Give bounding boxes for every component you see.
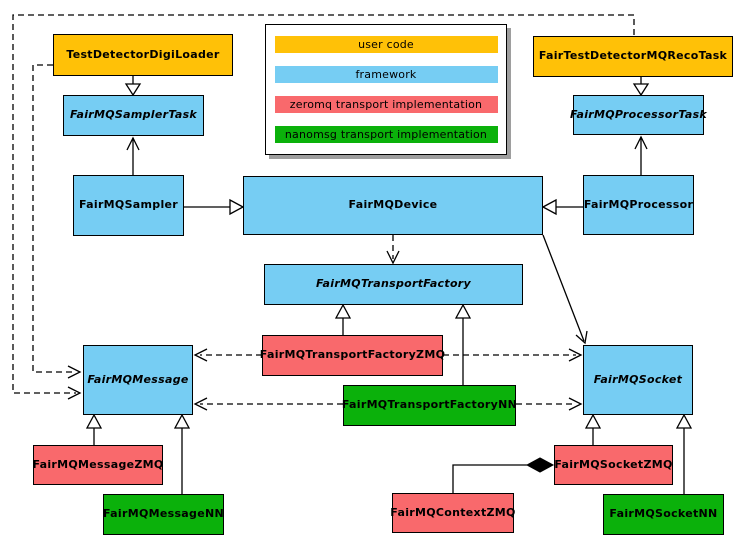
legend: user code framework zeromq transport imp… bbox=[265, 24, 507, 155]
generalization-recotask-processortask bbox=[632, 77, 650, 97]
legend-item-zeromq: zeromq transport implementation bbox=[274, 96, 498, 113]
composition-contextzmq-socketzmq bbox=[452, 457, 555, 493]
association-processor-processortask bbox=[634, 135, 648, 175]
class-node-fairmqsocketzmq: FairMQSocketZMQ bbox=[554, 445, 673, 485]
class-node-fairmqmessagezmq: FairMQMessageZMQ bbox=[32, 445, 163, 485]
class-node-fairmqmessagenn: FairMQMessageNN bbox=[103, 494, 224, 535]
class-node-fairmqtransportfactorynn: FairMQTransportFactoryNN bbox=[342, 385, 517, 426]
dependency-tfnn-message bbox=[193, 397, 343, 411]
generalization-messagenn-message bbox=[173, 413, 191, 494]
generalization-messagezmq-message bbox=[85, 413, 103, 445]
class-node-testdetectordigiloader: TestDetectorDigiLoader bbox=[53, 34, 233, 76]
class-node-fairmqprocessor: FairMQProcessor bbox=[583, 175, 694, 235]
dependency-tfnn-socket bbox=[516, 397, 583, 411]
class-node-fairmqdevice: FairMQDevice bbox=[243, 176, 543, 235]
generalization-sampler-device bbox=[184, 198, 245, 216]
class-node-fairmqsocket: FairMQSocket bbox=[583, 345, 693, 415]
association-sampler-samplertask bbox=[126, 136, 140, 175]
dependency-device-transportfactory bbox=[386, 235, 400, 265]
generalization-processor-device bbox=[541, 198, 583, 216]
generalization-socketzmq-socket bbox=[584, 413, 602, 445]
dependency-tfzmq-message bbox=[193, 348, 262, 362]
dependency-tfzmq-socket bbox=[443, 348, 583, 362]
legend-item-nanomsg: nanomsg transport implementation bbox=[274, 126, 498, 143]
generalization-digiloader-samplertask bbox=[124, 76, 142, 97]
association-device-socket bbox=[542, 234, 588, 345]
class-node-fairmqsocketnn: FairMQSocketNN bbox=[603, 494, 724, 535]
class-node-fairtestdetectormqrecotask: FairTestDetectorMQRecoTask bbox=[533, 36, 733, 77]
legend-item-user-code: user code bbox=[274, 36, 498, 53]
class-node-fairmqcontextzmq: FairMQContextZMQ bbox=[390, 493, 515, 533]
legend-item-framework: framework bbox=[274, 66, 498, 83]
generalization-tfnn-transportfactory bbox=[454, 303, 472, 385]
generalization-tfzmq-transportfactory bbox=[334, 303, 352, 335]
class-node-fairmqprocessortask: FairMQProcessorTask bbox=[570, 95, 707, 135]
class-node-fairmqsamplertask: FairMQSamplerTask bbox=[63, 95, 204, 136]
class-node-fairmqtransportfactoryzmq: FairMQTransportFactoryZMQ bbox=[260, 335, 445, 376]
class-node-fairmqsampler: FairMQSampler bbox=[73, 175, 184, 236]
class-node-fairmqtransportfactory: FairMQTransportFactory bbox=[264, 264, 523, 305]
generalization-socketnn-socket bbox=[675, 413, 693, 494]
class-node-fairmqmessage: FairMQMessage bbox=[83, 345, 193, 415]
